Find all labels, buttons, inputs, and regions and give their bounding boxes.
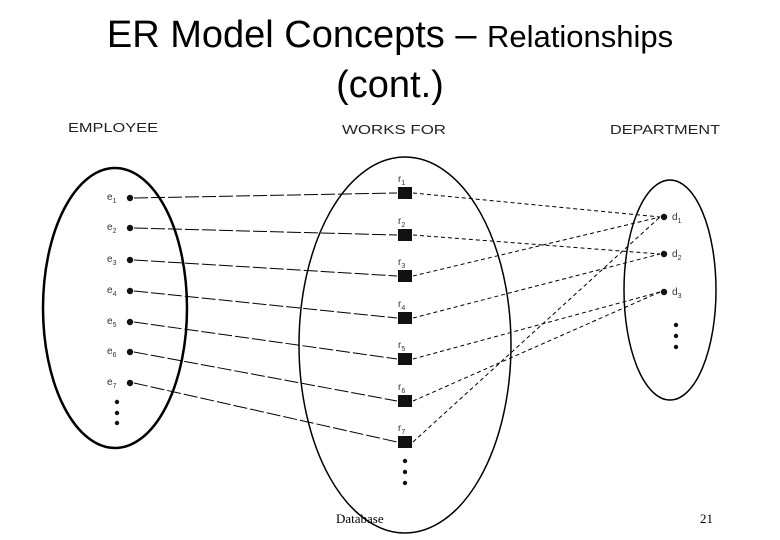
- relationship-instance-label: r4: [398, 299, 405, 312]
- employee-instance-label: e1: [107, 192, 117, 205]
- employee-instance-dot: [126, 318, 134, 326]
- employee-set-ellipse: [41, 166, 189, 450]
- slide-title: ER Model Concepts – Relationships: [0, 14, 780, 58]
- relationship-instance-label: r6: [398, 382, 405, 395]
- employee-instance-label: e4: [107, 285, 117, 298]
- footer-course-name: Database: [336, 511, 384, 526]
- works-for-set-label: WORKS FOR: [342, 122, 446, 137]
- employee-instance-dot: [126, 256, 134, 264]
- department-link-line: [412, 234, 661, 255]
- department-link-line: [412, 253, 661, 319]
- department-more-ellipsis: [673, 322, 679, 328]
- department-instance-dot: [660, 288, 668, 296]
- employee-instance-dot: [126, 348, 134, 356]
- department-link-line: [412, 192, 661, 218]
- footer-page-number: 21: [700, 511, 713, 526]
- employee-instance-label: e6: [107, 346, 117, 359]
- employee-instance-label: e2: [107, 222, 117, 235]
- relationship-instance-label: r7: [398, 423, 405, 436]
- relationship-instance-box: [398, 270, 412, 282]
- department-link-line: [412, 291, 661, 360]
- relationship-instance-box: [398, 187, 412, 199]
- employee-more-ellipsis: [114, 399, 120, 405]
- relationship-instance-label: r2: [398, 216, 405, 229]
- relationship-more-ellipsis: [402, 469, 408, 475]
- employee-link-line: [133, 382, 398, 443]
- employee-instance-dot: [126, 194, 134, 202]
- relationship-more-ellipsis: [402, 480, 408, 486]
- relationship-instance-label: r5: [398, 340, 405, 353]
- employee-instance-label: e7: [107, 377, 117, 390]
- employee-more-ellipsis: [114, 410, 120, 416]
- relationship-instance-box: [398, 229, 412, 241]
- department-link-line: [412, 291, 661, 402]
- title-small: Relationships: [487, 19, 674, 54]
- employee-more-ellipsis: [114, 420, 120, 426]
- department-set-label: DEPARTMENT: [610, 122, 720, 137]
- department-link-line: [412, 216, 661, 443]
- department-more-ellipsis: [673, 333, 679, 339]
- relationship-more-ellipsis: [402, 458, 408, 464]
- employee-instance-dot: [126, 379, 134, 387]
- department-instance-dot: [660, 213, 668, 221]
- relationship-instance-label: r3: [398, 257, 405, 270]
- employee-link-line: [133, 351, 398, 402]
- works-for-set-ellipse: [298, 156, 512, 534]
- employee-instance-dot: [126, 224, 134, 232]
- department-instance-label: d2: [672, 249, 682, 262]
- employee-link-line: [133, 192, 398, 199]
- relationship-instance-box: [398, 353, 412, 365]
- employee-link-line: [133, 321, 398, 360]
- employee-instance-label: e5: [107, 316, 117, 329]
- relationship-instance-box: [398, 312, 412, 324]
- department-link-line: [412, 216, 661, 277]
- employee-instance-label: e3: [107, 254, 117, 267]
- employee-instance-dot: [126, 287, 134, 295]
- department-instance-dot: [660, 250, 668, 258]
- department-more-ellipsis: [673, 344, 679, 350]
- department-set-ellipse: [623, 179, 717, 401]
- employee-link-line: [133, 290, 398, 319]
- department-instance-label: d3: [672, 287, 682, 300]
- slide-title-cont: (cont.): [336, 64, 444, 106]
- employee-link-line: [133, 227, 398, 236]
- relationship-instance-box: [398, 436, 412, 448]
- title-main: ER Model Concepts –: [106, 14, 477, 56]
- employee-link-line: [133, 259, 398, 277]
- relationship-instance-box: [398, 395, 412, 407]
- department-instance-label: d1: [672, 212, 682, 225]
- employee-set-label: EMPLOYEE: [68, 120, 158, 135]
- relationship-instance-label: r1: [398, 174, 405, 187]
